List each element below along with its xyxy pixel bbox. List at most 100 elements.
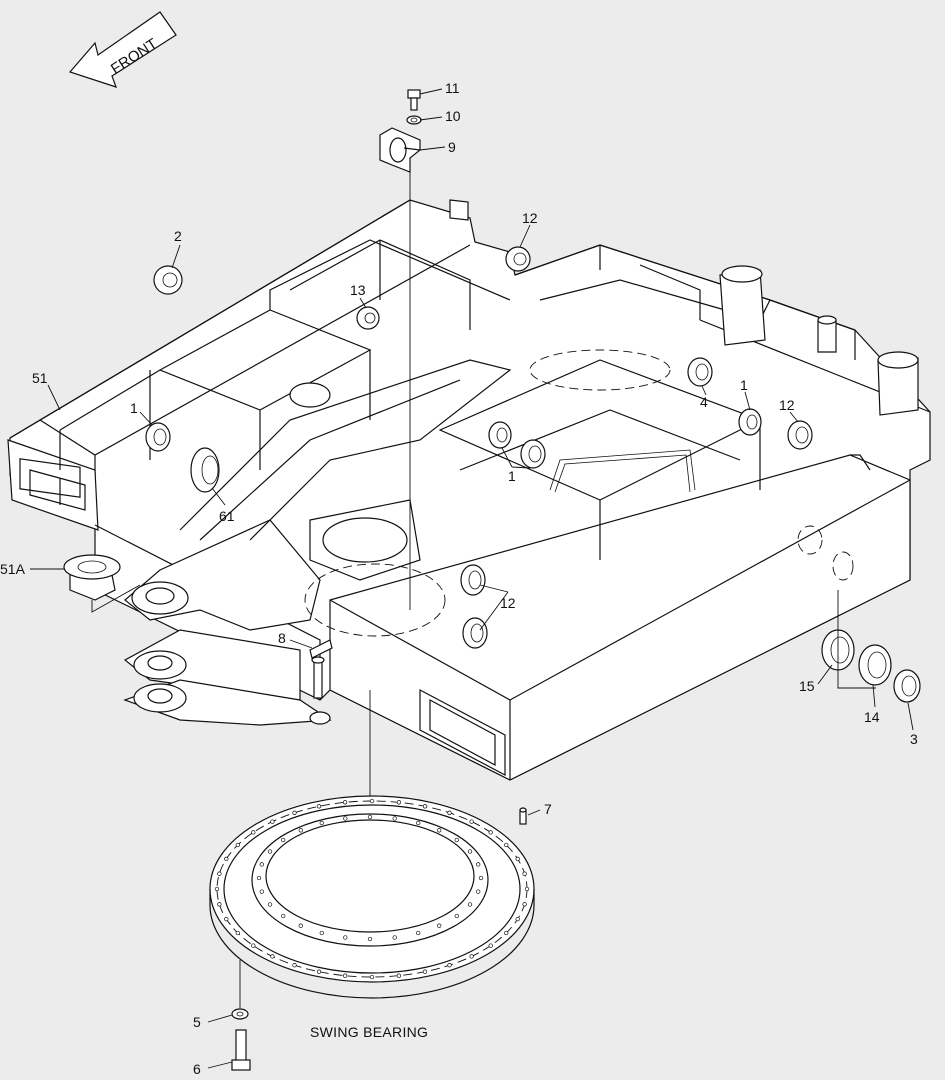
bolt-hole xyxy=(369,974,375,980)
callout-15: 15 xyxy=(799,678,815,694)
bolt-hole xyxy=(454,913,459,919)
bolt-hole xyxy=(319,930,324,936)
seals-15-14-3 xyxy=(797,525,921,703)
rear-mounts xyxy=(449,199,919,416)
callout-14: 14 xyxy=(864,709,880,725)
callout-4: 4 xyxy=(700,394,708,410)
bolt-hole xyxy=(515,916,520,922)
bolt-hole xyxy=(281,913,286,919)
bolt-hole xyxy=(396,800,402,805)
bolt-hole xyxy=(367,814,373,820)
bolt-hole xyxy=(316,969,322,974)
callout-1-right: 1 xyxy=(740,377,748,393)
bolt-hole xyxy=(270,819,275,824)
bolt-hole xyxy=(270,954,275,959)
bolt-hole xyxy=(235,842,240,848)
bolt-hole xyxy=(524,886,530,892)
clamp-9 xyxy=(379,127,421,173)
washer-10 xyxy=(406,115,422,125)
bolt-hole xyxy=(467,902,473,907)
bolt-hole xyxy=(369,798,375,804)
grommet-2 xyxy=(153,265,183,295)
bolt-hole xyxy=(267,849,273,854)
bolt-hole xyxy=(217,871,222,876)
callout-6: 6 xyxy=(193,1061,201,1077)
grommet-61 xyxy=(190,447,220,493)
callout-51: 51 xyxy=(32,370,48,386)
washer-5 xyxy=(231,1008,249,1020)
grommet-12-right xyxy=(787,420,813,450)
callout-2: 2 xyxy=(174,228,182,244)
callout-11: 11 xyxy=(445,80,460,96)
upper-frame xyxy=(7,199,931,781)
bolt-hole xyxy=(319,820,324,826)
bushing-51A xyxy=(63,554,141,613)
bolt-hole xyxy=(416,820,421,826)
bearing-bolt-holes xyxy=(214,798,530,980)
bolt-hole xyxy=(447,963,452,968)
callout-13: 13 xyxy=(350,282,366,298)
bolt-hole xyxy=(522,902,527,907)
bolt-hole xyxy=(422,804,428,809)
grommet-1-right xyxy=(738,408,762,436)
bolt-hole xyxy=(488,830,493,835)
callout-9: 9 xyxy=(448,139,456,155)
bolt-hole xyxy=(224,916,229,922)
grommet-4 xyxy=(687,357,713,387)
bolt-hole xyxy=(316,804,322,809)
bolt-hole xyxy=(343,816,348,821)
bolt-hole xyxy=(392,816,397,821)
grommet-1-center-b xyxy=(520,439,546,469)
bolt-hole xyxy=(469,819,474,824)
grommet-12-top xyxy=(505,246,531,272)
callout-12-right: 12 xyxy=(779,397,795,413)
boom-foot xyxy=(123,359,512,726)
callout-61: 61 xyxy=(219,508,235,524)
bolt-hole xyxy=(298,828,303,833)
bolt-hole xyxy=(454,837,459,843)
bolt-hole xyxy=(256,875,262,881)
bolt-hole xyxy=(476,889,481,894)
swing-bearing-caption: SWING BEARING xyxy=(310,1024,428,1040)
bolt-hole xyxy=(392,935,397,940)
callout-12-top: 12 xyxy=(522,210,538,226)
pin-8 xyxy=(309,639,333,725)
bolt-hole xyxy=(476,862,481,867)
callout-3: 3 xyxy=(910,731,918,747)
bolt-hole xyxy=(224,856,229,862)
callout-1-left: 1 xyxy=(130,400,138,416)
bolt-hole xyxy=(522,871,527,876)
bolt-hole xyxy=(342,973,348,978)
callout-labels: 11 10 9 2 12 13 51 1 61 51A 4 1 12 1 12 … xyxy=(0,80,918,1077)
bolt-hole xyxy=(437,828,442,833)
bolt-hole xyxy=(259,889,264,894)
frame-pipes xyxy=(549,449,696,493)
callout-10: 10 xyxy=(445,108,461,124)
grommet-12-mid-a xyxy=(460,564,486,596)
bolt-hole xyxy=(342,800,348,805)
bolt-hole xyxy=(298,923,303,928)
bolt-hole xyxy=(488,943,493,948)
bolt-hole xyxy=(267,902,273,907)
swing-center xyxy=(304,349,671,637)
grommet-12-mid-b xyxy=(462,617,488,649)
bolt-hole xyxy=(367,936,373,942)
bolt-hole xyxy=(251,943,256,948)
callout-51A: 51A xyxy=(0,561,26,577)
callout-12-mid: 12 xyxy=(500,595,516,611)
seal-3 xyxy=(893,669,921,703)
bolt-11 xyxy=(407,89,421,111)
bolt-hole xyxy=(251,830,256,835)
bolt-hole xyxy=(515,856,520,862)
bolt-hole xyxy=(396,973,402,978)
callout-7: 7 xyxy=(544,801,552,817)
grommets xyxy=(145,246,813,649)
bolt-hole xyxy=(437,923,442,928)
bolt-hole xyxy=(343,935,348,940)
bolt-hole xyxy=(259,862,264,867)
front-arrow: FRONT xyxy=(68,11,177,88)
bolt-hole xyxy=(469,954,474,959)
bolt-hole xyxy=(214,886,220,892)
